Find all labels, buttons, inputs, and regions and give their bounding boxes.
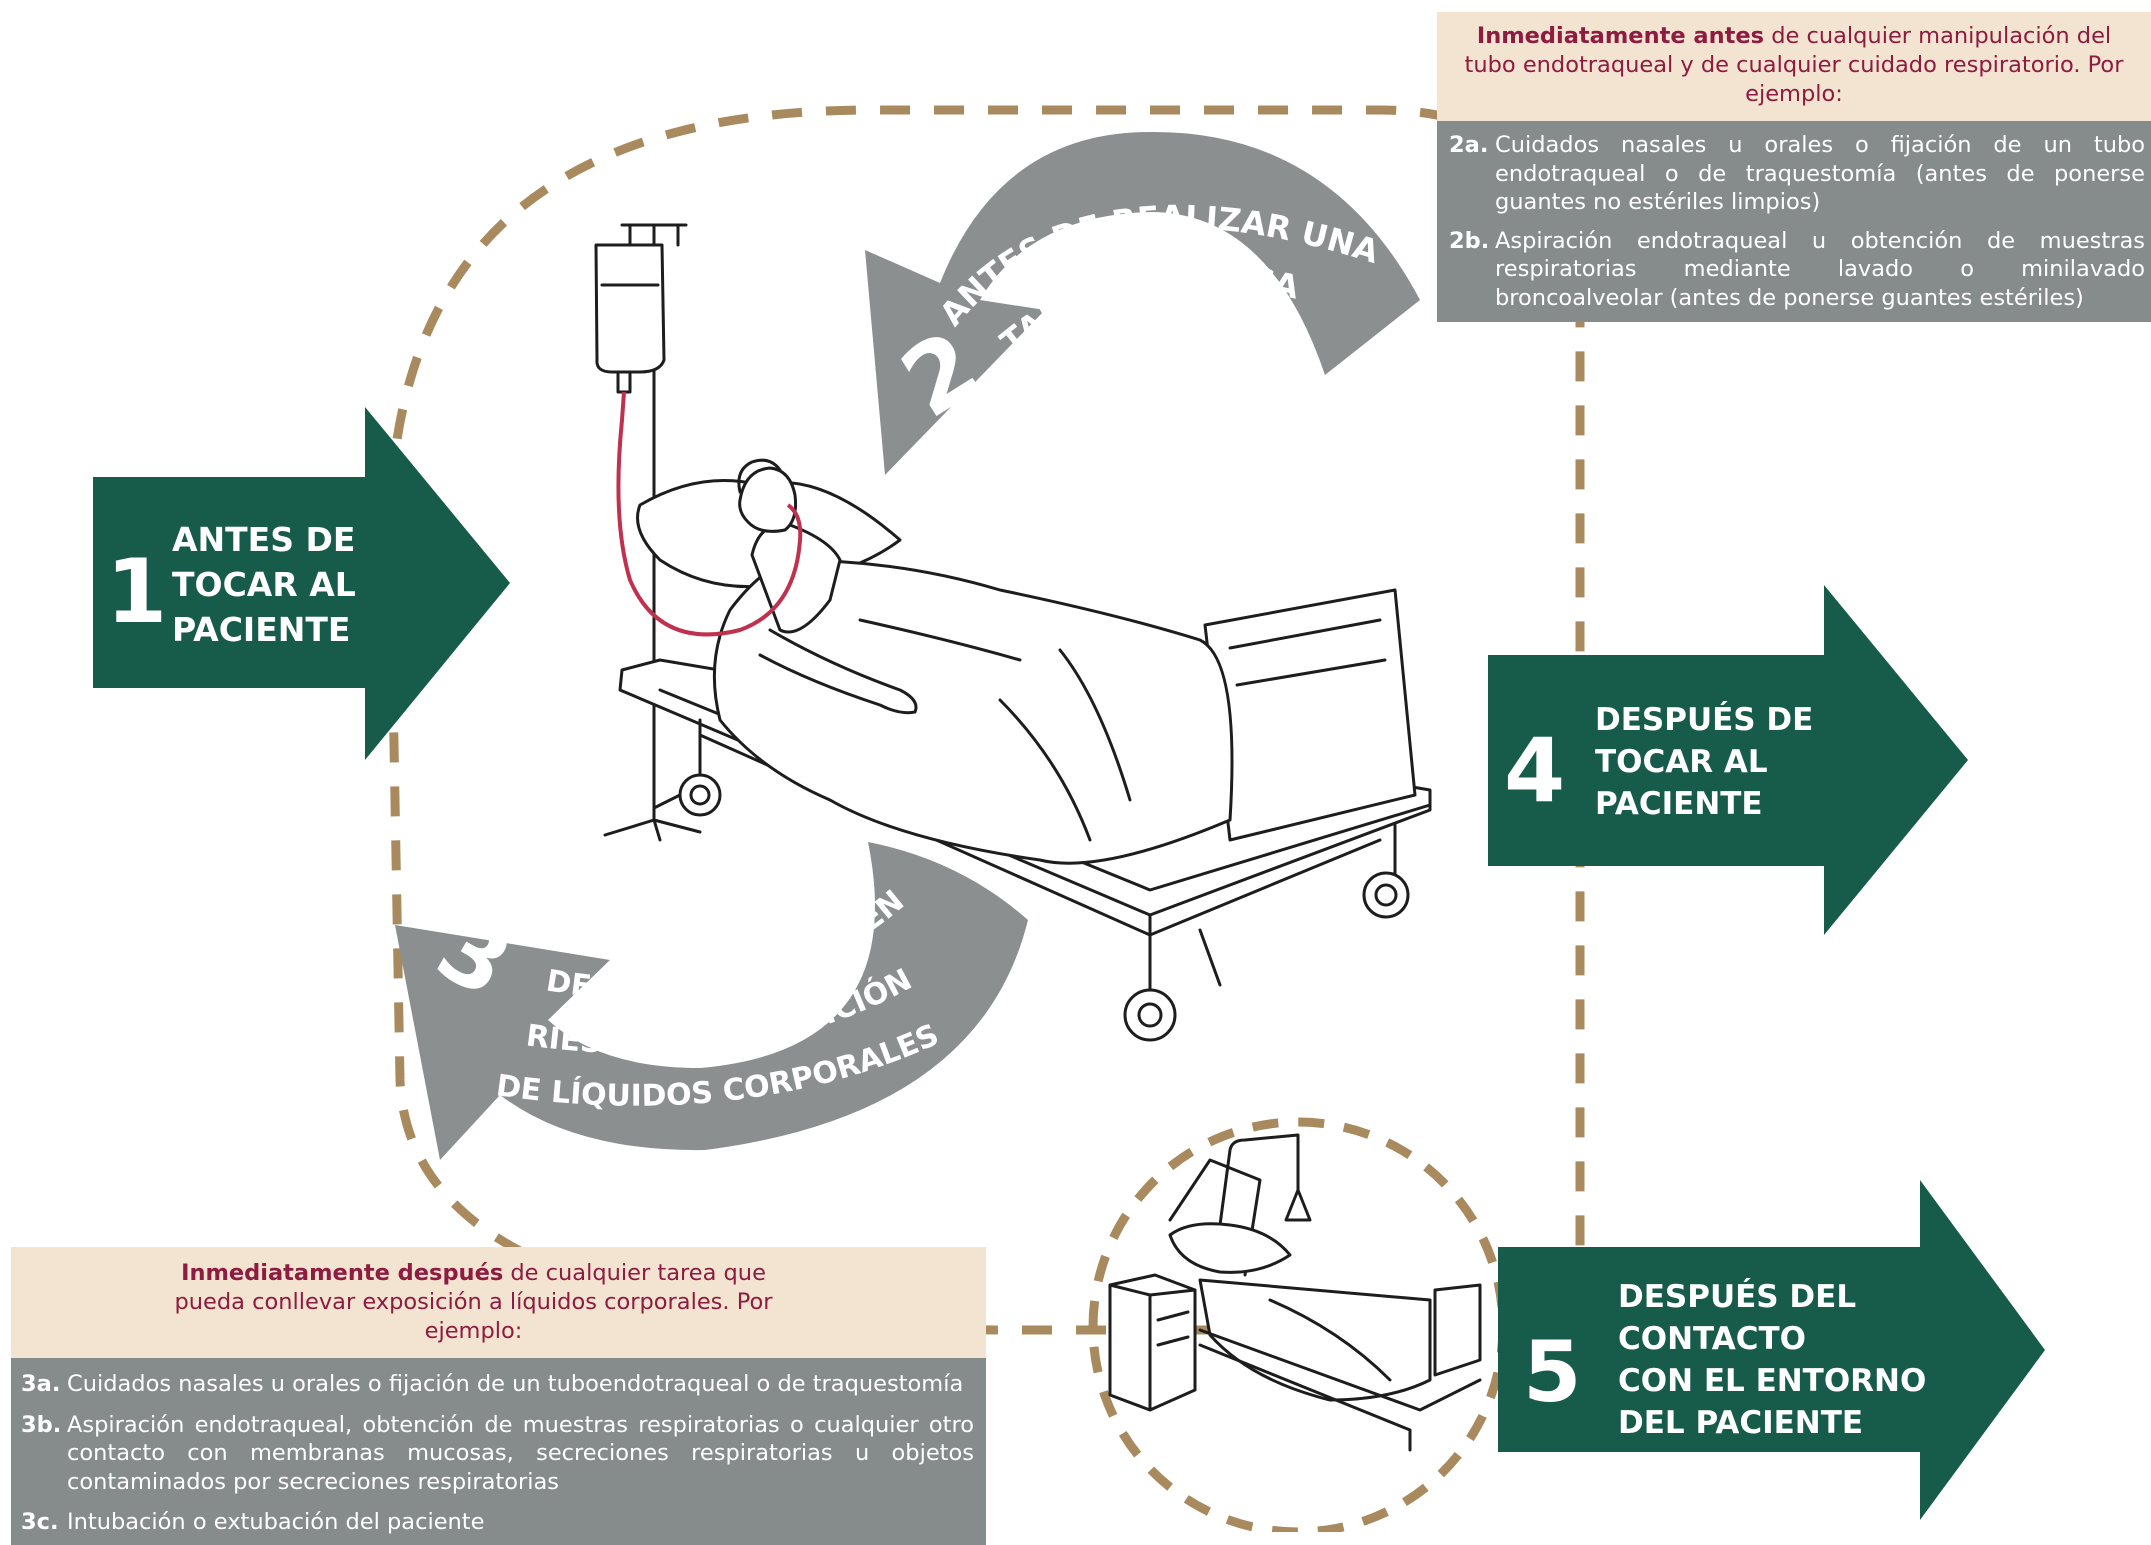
- item-code: 3b.: [21, 1411, 62, 1438]
- item-text: Cuidados nasales u orales o fijación de …: [67, 1371, 964, 1397]
- moment-1-label-line: TOCAR AL: [172, 565, 356, 604]
- moment-1-number: 1: [106, 540, 168, 643]
- item-text: Intubación o extubación del paciente: [67, 1509, 485, 1535]
- moment-5-number: 5: [1523, 1323, 1582, 1421]
- item-text: Cuidados nasales u orales o fijación de …: [1495, 132, 2145, 215]
- moment-2-label-line-2: TAREA ASÉPTICA: [993, 256, 1302, 361]
- item-text: Aspiración endotraqueal, obtención de mu…: [67, 1411, 974, 1495]
- moment-5-label: DESPUÉS DEL CONTACTO CON EL ENTORNO DEL …: [1618, 1276, 1926, 1444]
- moment-2-label-path: TAREA ASÉPTICA: [993, 256, 1302, 361]
- info-box-before-header: Inmediatamente antes de cualquier manipu…: [1437, 12, 2151, 121]
- list-item: 3a. Cuidados nasales u orales o fijación…: [21, 1370, 974, 1399]
- moment-2-arrow: [865, 131, 1420, 475]
- moment-4-arrow: [1488, 585, 1968, 935]
- moment-1-label-line: PACIENTE: [172, 610, 351, 649]
- info-box-before-rest: de cualquier manipulación del tubo endot…: [1464, 23, 2124, 107]
- item-code: 3c.: [21, 1509, 59, 1535]
- moment-3-number: 3: [420, 894, 529, 1019]
- info-box-after-bold: Inmediatamente después: [181, 1260, 504, 1286]
- moment-4-label-line: PACIENTE: [1595, 786, 1763, 822]
- info-box-after-header: Inmediatamente después de cualquier tare…: [11, 1247, 986, 1358]
- moment-4-label-line: TOCAR AL: [1595, 744, 1768, 780]
- list-item: 2a. Cuidados nasales u orales o fijación…: [1449, 131, 2145, 217]
- info-box-before: Inmediatamente antes de cualquier manipu…: [1437, 12, 2151, 322]
- moment-5-label-line: CON EL ENTORNO: [1618, 1363, 1927, 1399]
- item-code: 2b.: [1449, 227, 1490, 254]
- moment-1-arrow: [93, 407, 510, 760]
- moment-4-label: DESPUÉS DE TOCAR AL PACIENTE: [1595, 699, 1813, 825]
- item-text: Aspiración endotraqueal u obtención de m…: [1495, 227, 2145, 311]
- list-item: 3c. Intubación o extubación del paciente: [21, 1508, 974, 1537]
- info-box-after: Inmediatamente después de cualquier tare…: [11, 1247, 986, 1545]
- item-code: 2a.: [1449, 132, 1489, 158]
- item-code: 3a.: [21, 1371, 61, 1397]
- list-item: 2b. Aspiración endotraqueal u obtención …: [1449, 227, 2145, 313]
- patient-zone-boundary: [385, 105, 1585, 1335]
- moment-5-arrow: [1498, 1180, 2045, 1520]
- moment-5-label-line: CONTACTO: [1618, 1321, 1807, 1357]
- moment-1-label: ANTES DE TOCAR AL PACIENTE: [172, 517, 356, 652]
- list-item: 3b. Aspiración endotraqueal, obtención d…: [21, 1411, 974, 1497]
- info-box-after-rest: de cualquier tarea que pueda conllevar e…: [174, 1260, 773, 1344]
- moment-4-number: 4: [1504, 719, 1566, 822]
- moment-5-label-line: DESPUÉS DEL: [1618, 1279, 1857, 1315]
- moment-3-arrow: [395, 842, 1028, 1160]
- iv-tube: [616, 391, 803, 637]
- moment-4-label-line: DESPUÉS DE: [1595, 702, 1814, 738]
- moment-2-number: 2: [883, 309, 999, 439]
- moment-1-label-line: ANTES DE: [172, 520, 356, 559]
- info-box-before-bold: Inmediatamente antes: [1476, 23, 1765, 49]
- info-box-after-body: 3a. Cuidados nasales u orales o fijación…: [11, 1358, 986, 1545]
- moment-5-label-line: DEL PACIENTE: [1618, 1405, 1864, 1441]
- info-box-before-body: 2a. Cuidados nasales u orales o fijación…: [1437, 121, 2151, 322]
